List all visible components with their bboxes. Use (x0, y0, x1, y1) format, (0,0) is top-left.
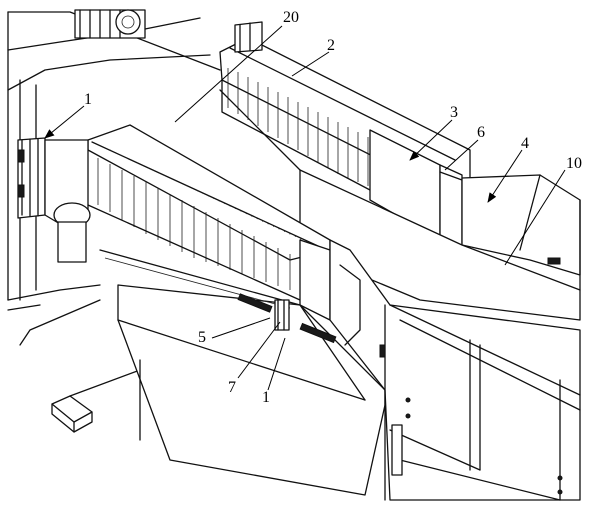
callout-10: 10 (566, 155, 582, 172)
callout-5: 5 (198, 329, 206, 346)
callout-1-bottom: 1 (262, 389, 270, 406)
right-housing (329, 239, 581, 501)
machine-frame (7, 9, 221, 433)
front-bottle-row (87, 158, 301, 301)
callout-2: 2 (327, 37, 335, 54)
callout-6: 6 (477, 124, 485, 141)
callout-7: 7 (228, 379, 236, 396)
callout-4: 4 (521, 135, 529, 152)
lower-enclosure (99, 249, 386, 496)
leader-lines (44, 25, 566, 391)
outgoing-conveyor (219, 89, 581, 321)
callouts: 20 2 1 3 6 4 10 5 7 1 (84, 9, 582, 406)
rear-bottle-row (221, 68, 371, 191)
callout-20: 20 (283, 9, 299, 26)
front-conveyor (17, 124, 331, 321)
callout-3: 3 (450, 104, 458, 121)
callout-1-top: 1 (84, 91, 92, 108)
